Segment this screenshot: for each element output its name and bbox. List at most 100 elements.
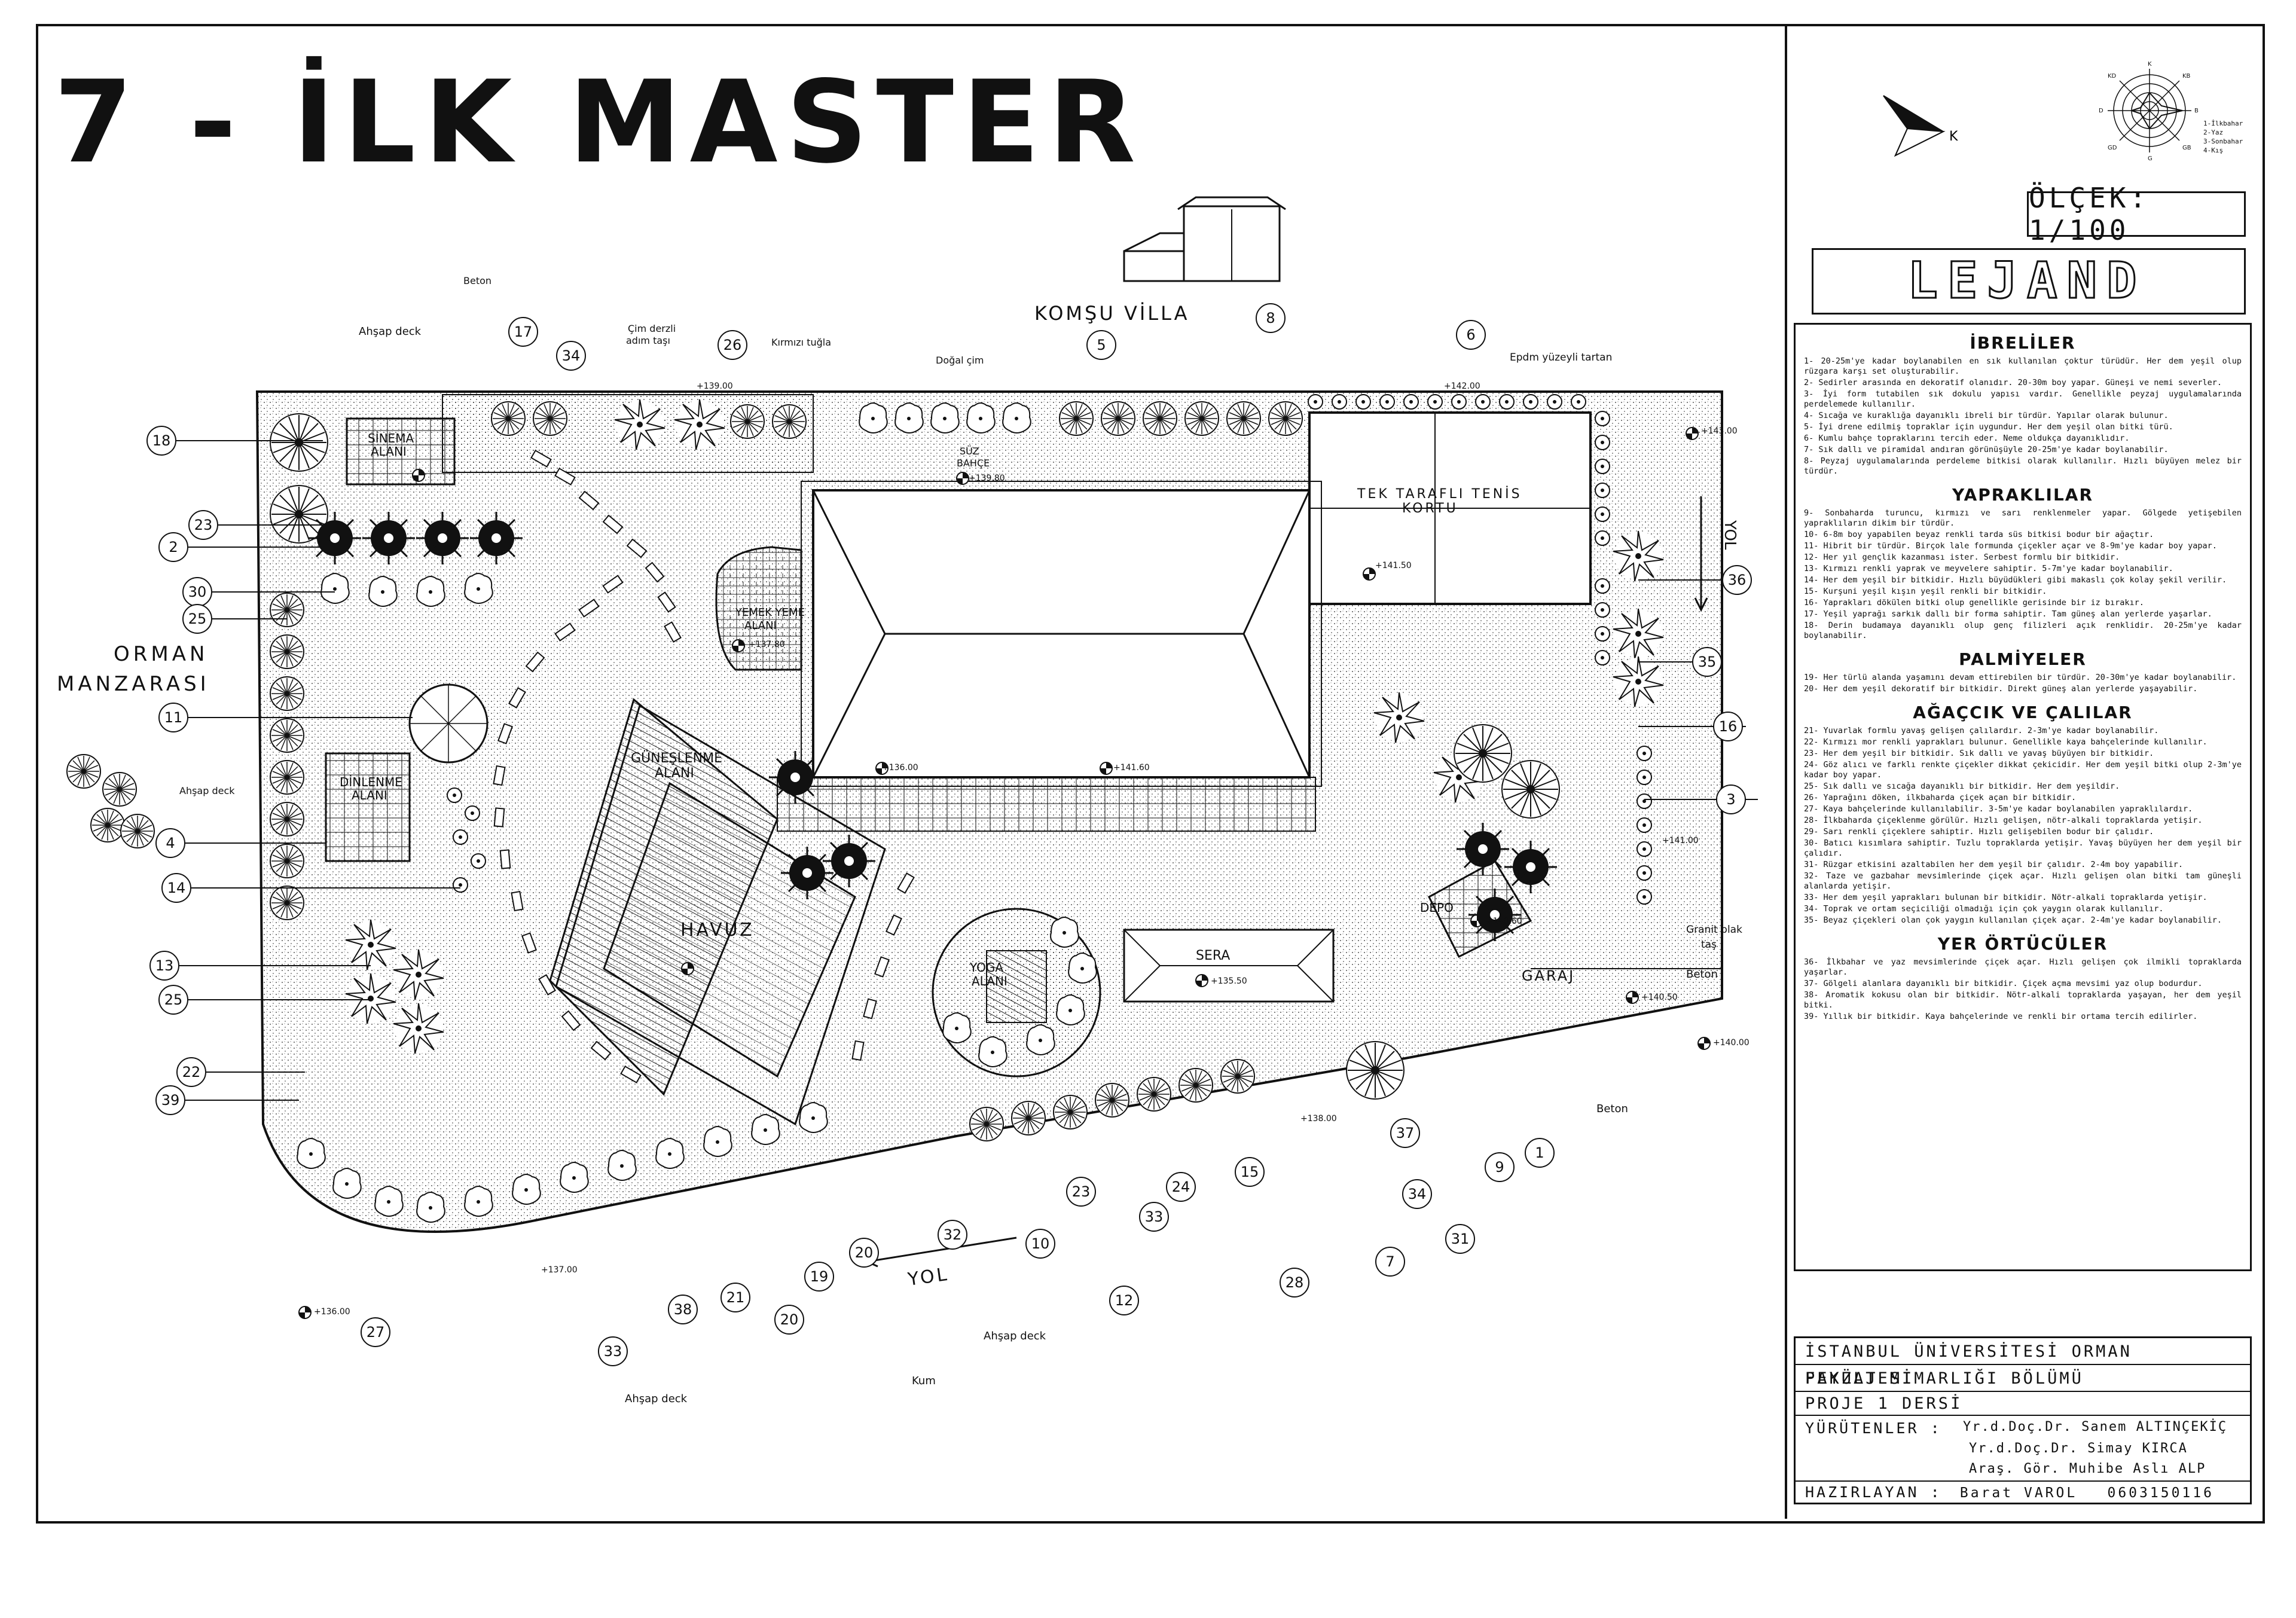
elevation-label: +140.00	[1713, 1038, 1750, 1048]
legend-item: 39- Yıllık bir bitkidir. Kaya bahçelerin…	[1804, 1012, 2198, 1021]
elevation-label: +137.00	[541, 1265, 578, 1275]
forest-view-label-1: ORMAN	[114, 642, 208, 666]
callout	[161, 873, 191, 903]
yoga-area	[932, 908, 1101, 1077]
callout-number: 10	[1031, 1235, 1050, 1252]
elevation-label: +143.00	[1701, 426, 1738, 436]
wind-rose: K KB B GB G GD D KD 1-İlkbahar 2-Yaz 3-S…	[2099, 61, 2243, 162]
callout	[1235, 1157, 1265, 1187]
callout-number: 24	[1172, 1179, 1190, 1195]
callout	[1066, 1177, 1096, 1207]
scale-label: ÖLÇEK: 1/100	[2027, 182, 2246, 246]
legend-item: 18- Derin budamaya dayanıklı olup genç f…	[1804, 621, 2242, 640]
stepping-stones	[493, 450, 915, 1083]
elevation-label: +136.00	[882, 763, 918, 773]
legend-item: 25- Sık dallı ve sıcağa dayanıklı bir bi…	[1804, 781, 2120, 791]
callout	[1390, 1118, 1420, 1148]
elevation-label: +141.60	[1113, 763, 1150, 773]
legend-item: 11- Hibrit bir türdür. Birçok lale formu…	[1804, 541, 2217, 551]
callout-number: 30	[188, 584, 207, 600]
callout-number: 12	[1115, 1292, 1134, 1309]
callout	[361, 1317, 390, 1347]
callout	[1456, 320, 1486, 350]
callout-numbers: 18 23 2 30 25 11 4 14 13 25 22 39 17 34 …	[152, 310, 1747, 1360]
callout	[149, 951, 179, 981]
legend-heading: İBRELİLER	[1970, 333, 2076, 353]
legend-item: 2- Sedirler arasında en dekoratif olanıd…	[1804, 378, 2222, 387]
legend-item: 4- Sıcağa ve kuraklığa dayanıklı ibreli …	[1804, 411, 2169, 420]
legend-item: 20- Her dem yeşil dekoratif bir bitkidir…	[1804, 684, 2198, 694]
greenhouse	[1123, 929, 1335, 1003]
legend-item: 1- 20-25m'ye kadar boylanabilen en sık k…	[1804, 356, 2242, 376]
callout-number: 15	[1241, 1164, 1259, 1180]
legend-item: 28- İlkbaharda çiçeklenme görülür. Hızlı…	[1804, 816, 2203, 825]
callout	[1485, 1152, 1515, 1182]
season-label: 4-Kış	[2203, 146, 2223, 154]
callout-number: 25	[188, 610, 207, 627]
rose-letter: GD	[2108, 145, 2117, 151]
callout-number: 22	[182, 1064, 201, 1080]
callout	[1402, 1179, 1432, 1209]
elevation-label: +136.00	[314, 1307, 350, 1317]
legend-item: 31- Rüzgar etkisini azaltabilen her dem …	[1804, 860, 2183, 869]
forest-view-label-2: MANZARASI	[57, 672, 210, 696]
callout-number: 33	[604, 1343, 622, 1360]
legend-item: 21- Yuvarlak formlu yavaş gelişen çalıla…	[1804, 726, 2159, 735]
legend-item: 35- Beyaz çiçekleri olan çok yaygın kull…	[1804, 915, 2222, 925]
callout-number: 20	[855, 1244, 874, 1261]
supervisor-name: Araş. Gör. Muhibe Aslı ALP	[1969, 1461, 2206, 1476]
wood-deck-label-2: Ahşap deck	[179, 785, 235, 796]
callout	[774, 1305, 804, 1335]
callout-number: 1	[1535, 1144, 1544, 1161]
callout	[804, 1262, 834, 1292]
dining-label-1: YEMEK YEME	[735, 606, 805, 619]
elevation-label: +135.50	[1211, 976, 1247, 986]
cinema-area	[346, 417, 456, 486]
concrete-label-2: Beton	[1686, 968, 1718, 981]
drawing-title: 7 - İLK MASTER	[54, 56, 1144, 188]
dining-label-2: ALANI	[744, 619, 777, 632]
callout-number: 17	[514, 323, 533, 340]
legend-item: 19- Her türlü alanda yaşamını devam etti…	[1804, 673, 2237, 682]
legend-heading: YAPRAKLILAR	[1952, 485, 2094, 505]
legend-item: 17- Yeşil yaprağı sarkık dallı bir forma…	[1804, 609, 2212, 619]
callout-number: 23	[194, 517, 213, 533]
north-arrow: K	[1883, 95, 1958, 157]
callout	[146, 426, 176, 456]
concrete-label-3: Beton	[1596, 1103, 1628, 1115]
course-name: PROJE 1 DERSİ	[1796, 1392, 2250, 1416]
supervisor-name: Yr.d.Doç.Dr. Sanem ALTINÇEKİÇ	[1963, 1419, 2228, 1434]
callout-number: 6	[1466, 326, 1475, 343]
callout	[1280, 1268, 1309, 1298]
callout	[1375, 1247, 1405, 1277]
legend-item: 30- Batıcı kısımlara sahiptir. Tuzlu top…	[1804, 838, 2242, 858]
callout-number: 32	[944, 1226, 962, 1243]
supervisors-row: YÜRÜTENLER : Yr.d.Doç.Dr. Sanem ALTINÇEK…	[1796, 1416, 2250, 1482]
concrete-label-1: Beton	[463, 275, 491, 286]
rest-area	[325, 683, 488, 862]
callout-number: 28	[1286, 1274, 1304, 1291]
callout	[849, 1238, 879, 1268]
callout-number: 7	[1385, 1253, 1394, 1270]
yoga-label-2: ALANI	[972, 974, 1007, 988]
sand-label: Kum	[912, 1375, 936, 1387]
callout-number: 9	[1495, 1159, 1504, 1176]
legend: İBRELİLER 1- 20-25m'ye kadar boylanabile…	[1794, 323, 2252, 1271]
callout	[155, 828, 185, 858]
drawing-sheet	[36, 24, 2265, 1524]
callout	[556, 341, 586, 371]
callout	[188, 510, 218, 540]
forest-view-trees	[66, 754, 155, 848]
tennis-label-2: KORTU	[1402, 501, 1458, 516]
callout-number: 5	[1097, 337, 1106, 353]
callout-number: 27	[367, 1324, 385, 1341]
area-labels: KOMŞU VİLLA ORMAN MANZARASI TEK TARAFLI …	[57, 275, 1742, 1405]
supervisors-label: YÜRÜTENLER :	[1805, 1419, 1942, 1437]
legend-item: 3- İyi form tutabilen sık dokulu yapısı …	[1804, 389, 2242, 409]
title-panel	[1785, 24, 2263, 1519]
title-block: İSTANBUL ÜNİVERSİTESİ ORMAN FAKÜLTESİ PE…	[1794, 1336, 2252, 1504]
legend-item: 38- Aromatik kokusu olan bir bitkidir. N…	[1804, 990, 2242, 1010]
pool-area	[549, 698, 886, 1126]
legend-item: 7- Sık dallı ve piramidal andıran görünü…	[1804, 445, 2169, 454]
